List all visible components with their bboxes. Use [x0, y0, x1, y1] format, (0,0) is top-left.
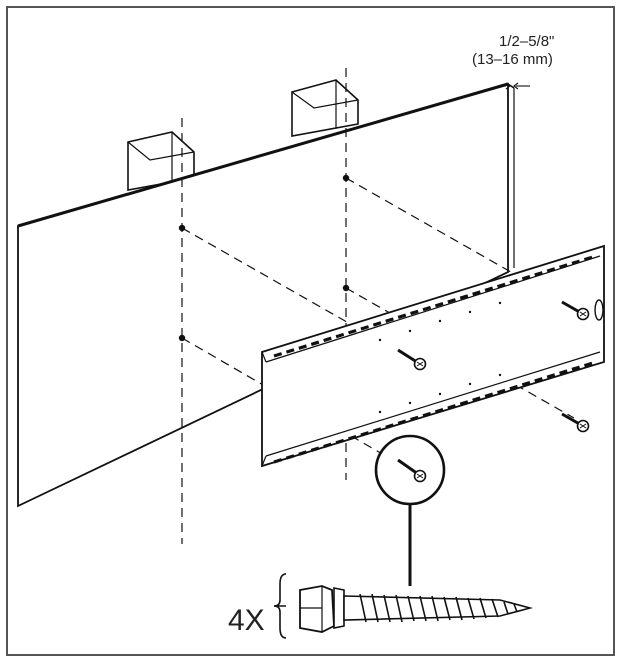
- lag-bolt-icon: [561, 300, 590, 321]
- drywall-panel: [17, 82, 515, 508]
- wall-stud-right: [291, 79, 359, 137]
- quantity-label: 4X: [228, 604, 265, 637]
- thickness-dimension: [500, 82, 530, 90]
- quantity-bracket: [273, 573, 287, 639]
- stud-center-lines: [181, 68, 347, 544]
- wall-plate: [261, 244, 605, 468]
- gap-inches-label: 1/2–5/8": [499, 33, 554, 50]
- lag-bolt-icon: [561, 412, 590, 433]
- gap-mm-label: (13–16 mm): [472, 51, 553, 68]
- lag-bolt-icon: [397, 348, 427, 371]
- magnifier-callout: [374, 434, 446, 586]
- wall-stud-left: [127, 131, 195, 191]
- lag-bolt-icon: [299, 585, 534, 633]
